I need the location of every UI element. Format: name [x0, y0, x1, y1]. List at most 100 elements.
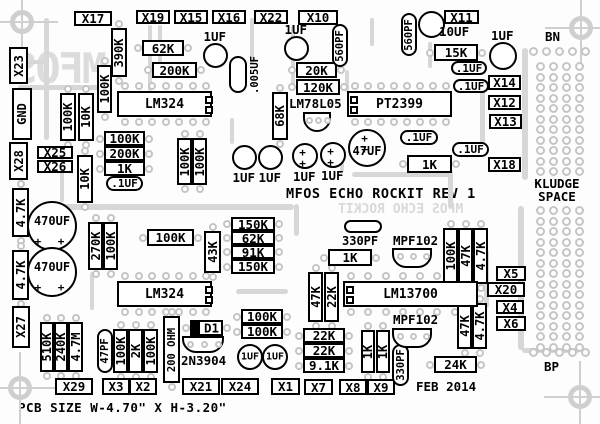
resistor-pad [96, 164, 104, 173]
transistor-pad [201, 341, 208, 348]
ic-lm324: LM324 [117, 91, 213, 117]
polarity-marks: + + [361, 132, 373, 156]
kludge-pad [549, 146, 558, 155]
resistor-label: 240K [54, 332, 68, 362]
kludge-pad [581, 47, 590, 56]
kludge-pad [549, 300, 558, 310]
ic-pin-pad [134, 272, 143, 280]
capacitor-.1uf: .1UF [452, 142, 489, 157]
resistor-pad [82, 85, 90, 93]
kludge-pad [562, 279, 571, 289]
resistor-label: 68K [273, 105, 287, 127]
resistor-10k: 10K [78, 93, 94, 141]
board-title: MFOS ECHO ROCKIT REV 1 [286, 186, 476, 202]
resistor-pad [43, 372, 51, 380]
connector-x24: X24 [221, 378, 259, 395]
capacitor-1uf [258, 145, 283, 170]
capacitor-560pf: 560PF [332, 24, 348, 67]
ic-pin-pad [442, 82, 450, 90]
resistor-pad [81, 203, 89, 211]
resistor-pad [275, 234, 283, 242]
ic-pin-pad [161, 308, 170, 316]
resistor-pad [295, 331, 303, 340]
connector-x17: X17 [74, 11, 112, 26]
resistor-label: 100K [113, 336, 128, 366]
resistor-label: 270K [88, 231, 103, 261]
resistor-100k: 100K [147, 229, 194, 246]
resistor-200-ohm: 200 OHM [163, 316, 180, 383]
resistor-pad [16, 242, 25, 250]
resistor-390k: 390K [111, 28, 127, 77]
kludge-pad [549, 104, 558, 113]
capacitor-1uf: 1UF [237, 344, 263, 370]
kludge-pad [581, 348, 590, 357]
diode-pad [182, 324, 190, 332]
transistor-pad [324, 117, 332, 124]
kludge-pad [536, 342, 545, 352]
connector-x29: X29 [55, 378, 93, 395]
ic-pin-pad [175, 118, 183, 126]
resistor-label: 390K [112, 38, 126, 67]
resistor-pad [295, 361, 303, 370]
resistor-pad [64, 85, 72, 93]
connector-x14: X14 [488, 75, 521, 90]
resistor-pad [478, 48, 486, 57]
resistor-pad [340, 83, 348, 91]
ic-pin-pad [188, 272, 197, 280]
resistor-43k: 43K [204, 231, 221, 273]
resistor-pad [223, 220, 231, 228]
kludge-pad [575, 83, 584, 92]
ic-lm324: LM324 [117, 281, 213, 307]
resistor-100k: 100K [443, 228, 458, 284]
resistor-4.7m: 4.7M [68, 322, 83, 372]
kludge-pad [575, 167, 584, 176]
ic-pin-pad [429, 118, 437, 126]
ic-pin-pad [148, 118, 156, 126]
copper-trace [230, 118, 234, 144]
kludge-pad [575, 332, 584, 341]
kludge-pad [549, 156, 558, 166]
transistor-pad [396, 333, 404, 340]
resistor-pad [233, 312, 241, 321]
connector-x5: X5 [496, 266, 526, 281]
transistor-pad [214, 341, 222, 348]
resistor-pad [134, 44, 142, 52]
copper-trace [522, 48, 528, 180]
connector-x22: X22 [254, 10, 288, 25]
resistor-100k: 100K [177, 138, 192, 185]
connector-x25: X25 [37, 145, 73, 160]
capacitor-1uf [203, 43, 228, 68]
kludge-pad [562, 258, 571, 268]
resistor-label: 10K [78, 168, 92, 190]
resistor-pad [476, 220, 485, 228]
kludge-pad [536, 62, 545, 71]
capacitor-label: 560PF [402, 18, 415, 51]
resistor-label: 10K [79, 106, 93, 128]
diode-d1: D1 [190, 320, 223, 336]
ic-pin-pad [121, 82, 129, 90]
kludge-pad [536, 104, 545, 113]
resistor-label: 47K [457, 315, 472, 337]
kludge-pad [536, 72, 545, 82]
kludge-pad [575, 279, 584, 289]
capacitor-label: 560PF [333, 29, 346, 62]
kludge-pad [575, 321, 584, 331]
ic-pin-pad [175, 272, 183, 280]
capacitor-label: 1UF [203, 29, 227, 44]
ic-pin-pad [364, 272, 373, 280]
ic-pin-pad [398, 308, 407, 316]
kludge-pad [549, 279, 558, 289]
resistor-pad [283, 327, 291, 336]
connector-x19: X19 [136, 10, 170, 25]
transistor-2n3904 [182, 336, 224, 353]
ic-pin-pad [416, 272, 425, 280]
kludge-pad [575, 311, 584, 320]
pin1-notch [350, 96, 358, 104]
kludge-pad [568, 47, 577, 56]
resistor-pad [195, 185, 204, 193]
ic-pin-pad [381, 308, 390, 316]
ic-pin-pad [390, 82, 398, 90]
pin1-notch [346, 286, 354, 294]
kludge-pad [575, 114, 584, 124]
